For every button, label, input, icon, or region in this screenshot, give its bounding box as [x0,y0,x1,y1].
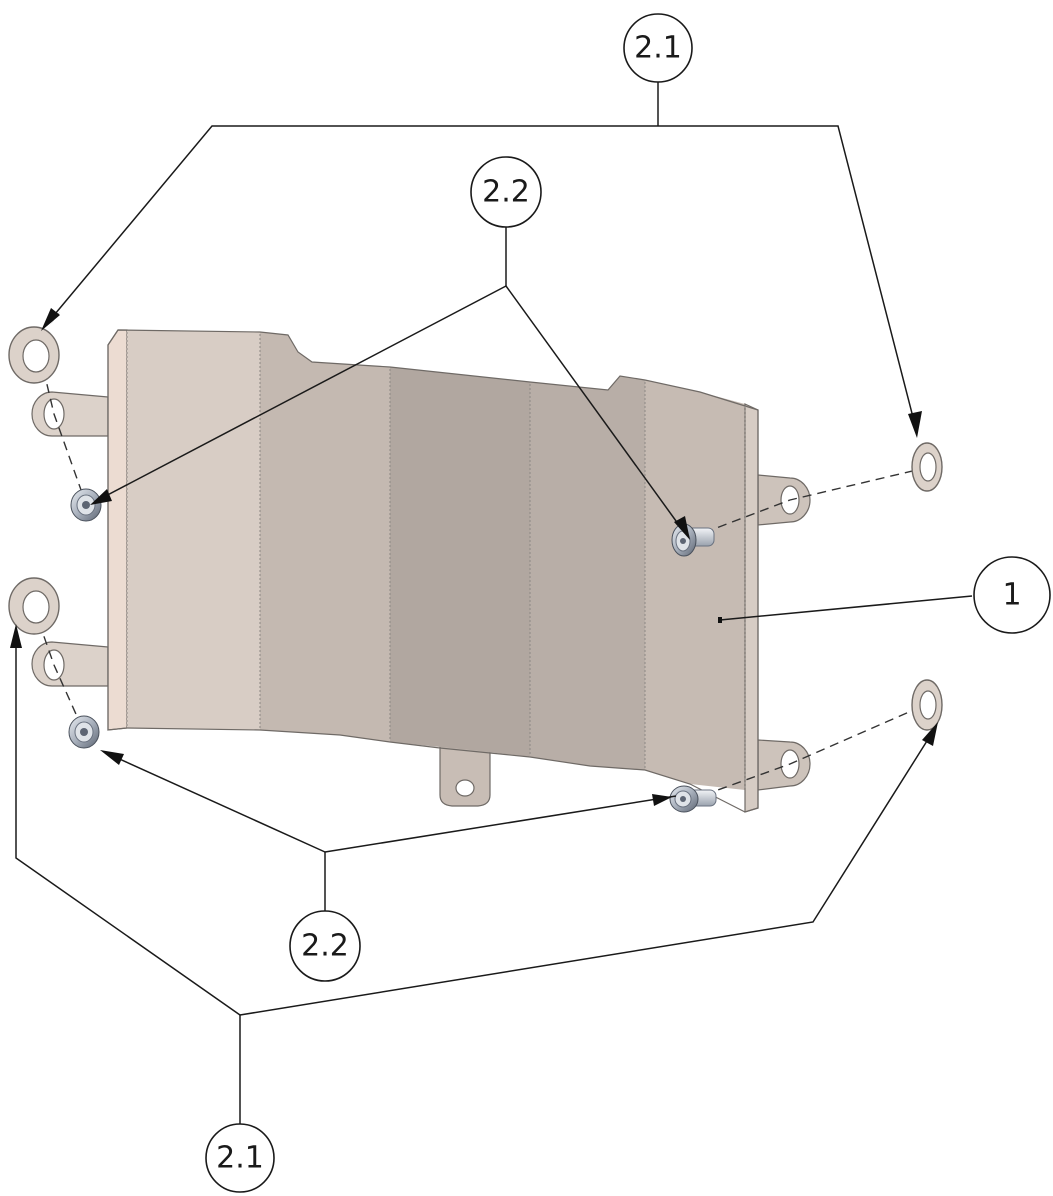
callout-washer-bottom: 2.1 [205,1123,275,1193]
leader-screw-top-left [97,285,507,501]
arrowhead-washer-right-bottom [922,722,938,746]
panel-tab-bottom-center [439,744,491,807]
panel-tab-left-top [31,391,109,437]
callout-screw-top: 2.2 [470,156,542,228]
arrowhead-washer-right-top [908,411,922,438]
leader-screw-bottom-right [324,795,677,853]
panel-tab-left-bottom [31,641,109,687]
panel-segment-3 [390,367,530,757]
arrowhead-screw-left-bottom [100,750,124,765]
panel-part [31,329,811,813]
screw-right-top [671,523,715,557]
washer-left-top [8,326,60,384]
callout-washer-bottom-label: 2.1 [216,1141,264,1176]
panel-segment-1 [127,330,260,730]
panel-tab-right-top [757,474,811,526]
arrowhead-panel-dot [718,617,722,623]
panel-outline [107,329,759,813]
assembly-path-right-top [689,467,926,539]
callout-washer-top: 2.1 [623,13,693,83]
arrowhead-screw-right-top [674,516,690,540]
washer-left-bottom [8,577,60,635]
assembly-path-right-bottom [689,704,926,801]
panel-segment-2 [260,332,390,742]
leader-lines [15,82,973,1124]
callout-screw-bottom-label: 2.2 [301,929,349,964]
leader-washer-top [49,125,916,426]
leader-washer-bottom-left [15,637,241,1016]
arrowhead-washer-left-top-tip [41,308,60,331]
callout-panel: 1 [973,556,1051,634]
arrowhead-screw-right-bottom [652,794,672,806]
screw-left-top [70,488,102,522]
leader-washer-bottom-right [239,732,933,1016]
callout-screw-bottom: 2.2 [289,910,361,982]
washer-right-bottom [911,679,943,731]
washer-right-top [911,442,943,492]
callout-washer-top-label: 2.1 [634,31,682,66]
panel-segment-5 [645,380,745,790]
panel-tab-right-bottom [757,739,811,791]
panel-edge-strip [107,329,128,731]
leader-panel [719,595,973,621]
panel-segment-4 [530,376,645,770]
leader-screw-top-right [505,285,685,533]
callout-screw-top-label: 2.2 [482,175,530,210]
screw-right-bottom [669,785,717,813]
arrowhead-screw-left-top [90,489,112,505]
arrowheads [10,308,938,806]
leader-screw-bottom-left [103,751,326,853]
callout-panel-label: 1 [1002,578,1021,613]
arrowhead-washer-left-bottom [10,624,22,648]
panel-edge-right [744,403,759,813]
screw-left-bottom [68,715,100,749]
